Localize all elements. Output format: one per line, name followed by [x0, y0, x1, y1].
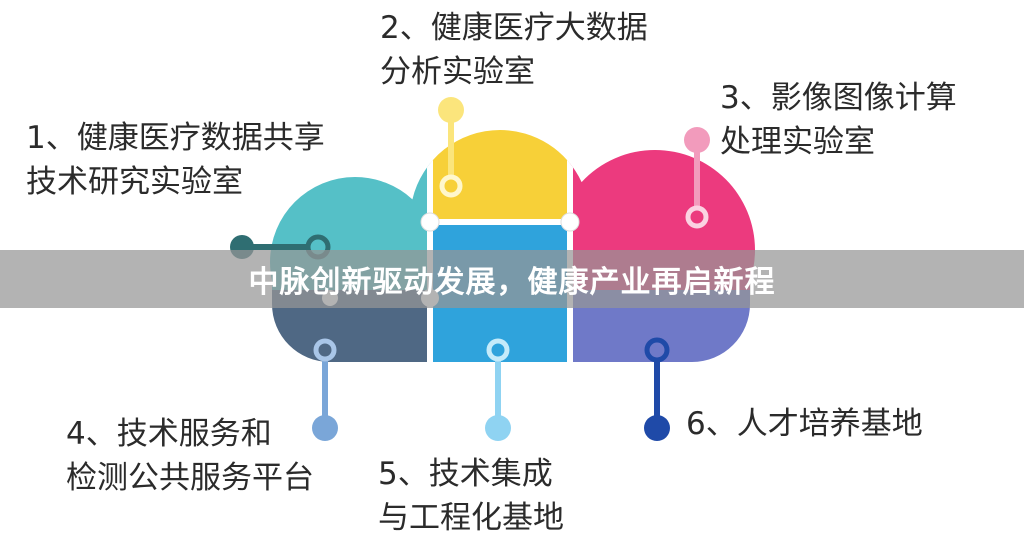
connector-4	[312, 338, 338, 441]
label-item-6: 6、人才培养基地	[686, 402, 923, 446]
label-item-4-line2: 检测公共服务平台	[66, 460, 314, 496]
connector-3	[684, 127, 710, 229]
label-item-4-line1: 4、技术服务和	[66, 416, 272, 452]
label-item-4: 4、技术服务和 检测公共服务平台	[66, 412, 314, 500]
label-item-5-line2: 与工程化基地	[378, 500, 564, 536]
label-item-1-line2: 技术研究实验室	[26, 164, 243, 200]
label-item-1-line1: 1、健康医疗数据共享	[26, 120, 325, 156]
connector-2	[438, 97, 464, 198]
connector-5	[485, 338, 511, 441]
label-item-6-line1: 6、人才培养基地	[686, 406, 923, 442]
connector-6	[644, 337, 670, 441]
label-item-2: 2、健康医疗大数据 分析实验室	[380, 6, 648, 94]
title-banner: 中脉创新驱动发展，健康产业再启新程	[0, 250, 1024, 308]
label-item-2-line1: 2、健康医疗大数据	[380, 10, 648, 46]
banner-title: 中脉创新驱动发展，健康产业再启新程	[248, 265, 776, 300]
label-item-3-line1: 3、影像图像计算	[720, 80, 957, 116]
label-item-5-line1: 5、技术集成	[378, 456, 553, 492]
label-item-3-line2: 处理实验室	[720, 124, 875, 160]
label-item-3: 3、影像图像计算 处理实验室	[720, 76, 957, 164]
label-item-5: 5、技术集成 与工程化基地	[378, 452, 564, 540]
label-item-1: 1、健康医疗数据共享 技术研究实验室	[26, 116, 325, 204]
label-item-2-line2: 分析实验室	[380, 54, 535, 90]
